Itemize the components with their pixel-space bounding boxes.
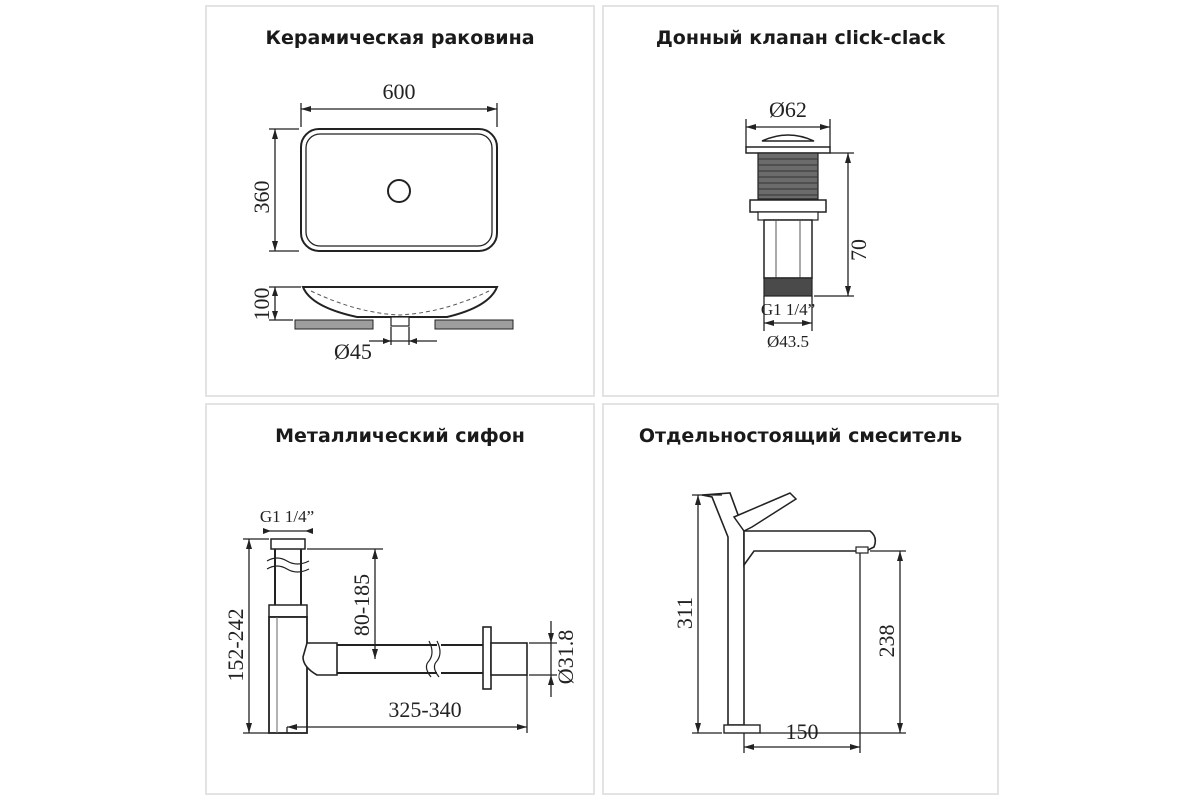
sink-inner-outline <box>305 133 493 247</box>
sink-depth-label: 360 <box>249 181 274 214</box>
sink-side-profile <box>301 286 499 318</box>
valve-cap-label: Ø62 <box>769 97 807 122</box>
valve-body <box>763 219 813 279</box>
mixer-title: Отдельностоящий смеситель <box>638 425 963 447</box>
valve-panel: Донный клапан click-clack Ø62 <box>602 5 999 397</box>
mixer-aerator <box>855 546 869 554</box>
valve-thread-lower <box>763 277 813 297</box>
sink-top-outline <box>300 128 498 252</box>
mixer-spout-height-label: 238 <box>874 625 899 658</box>
valve-title: Донный клапан click-clack <box>655 27 946 49</box>
mixer-height-label: 311 <box>672 597 697 629</box>
sink-width-label: 600 <box>383 79 416 104</box>
siphon-thread-label: G1 1/4” <box>260 507 314 526</box>
valve-thread-label: G1 1/4” <box>761 300 815 319</box>
mixer-lever <box>732 492 798 532</box>
valve-drawing: Ø62 <box>745 97 871 351</box>
countertop-left <box>294 319 374 330</box>
countertop-right <box>434 319 514 330</box>
siphon-top-nut <box>270 538 306 550</box>
siphon-bottle <box>268 616 308 734</box>
siphon-outlet <box>490 642 528 676</box>
mixer-drawing: 311 238 150 <box>672 492 906 753</box>
mixer-panel: Отдельностоящий смеситель 311 238 <box>602 403 999 795</box>
valve-nut <box>749 199 827 213</box>
sink-title: Керамическая раковина <box>265 27 535 49</box>
siphon-length-label: 325-340 <box>388 697 461 722</box>
mixer-body <box>701 492 745 726</box>
siphon-elbow <box>302 642 338 676</box>
sink-drain-hole <box>387 179 411 203</box>
valve-thread-upper <box>757 152 819 200</box>
siphon-title: Металлический сифон <box>275 425 525 447</box>
siphon-total-height-label: 152-242 <box>223 608 248 681</box>
siphon-wall-flange <box>482 626 492 690</box>
siphon-upper-label: 80-185 <box>349 574 374 636</box>
sink-drain-label: Ø45 <box>334 339 372 364</box>
siphon-pipe-label: Ø31.8 <box>553 630 578 684</box>
siphon-drawing: G1 1/4” <box>223 507 578 734</box>
mixer-reach-label: 150 <box>786 719 819 744</box>
sink-panel: Керамическая раковина 600 360 <box>205 5 595 397</box>
sink-drain-neck <box>390 316 410 327</box>
valve-plug <box>761 134 815 142</box>
mixer-spout <box>743 530 877 568</box>
mixer-base <box>723 724 761 734</box>
siphon-panel: Металлический сифон G1 1/4” <box>205 403 595 795</box>
valve-body-label: Ø43.5 <box>767 332 809 351</box>
valve-height-label: 70 <box>846 239 871 261</box>
sink-drawing: 600 360 100 <box>249 79 514 364</box>
valve-flange <box>745 146 831 154</box>
sink-height-label: 100 <box>249 288 274 321</box>
siphon-collar <box>268 604 308 618</box>
